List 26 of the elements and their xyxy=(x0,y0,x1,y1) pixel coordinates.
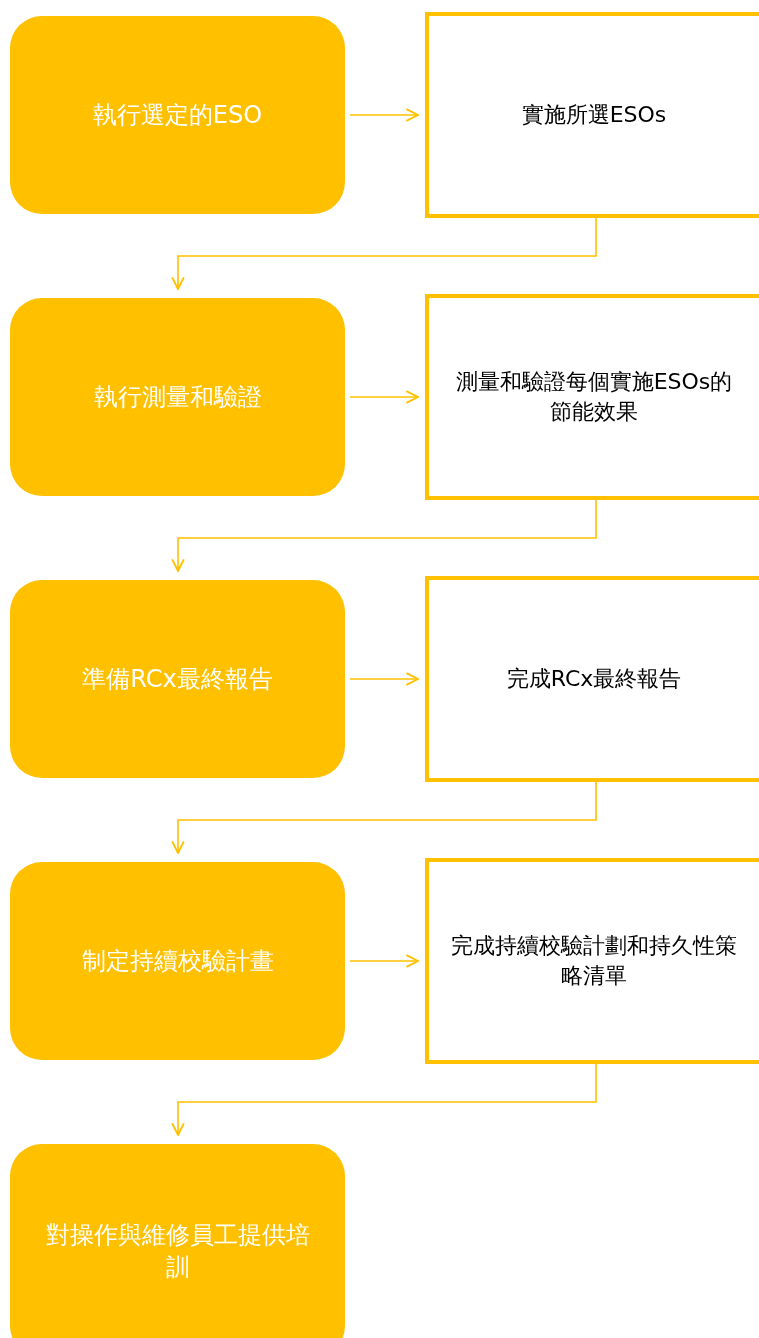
arrow xyxy=(171,1063,597,1136)
box-label: 完成持續校驗計劃和持久性策略清單 xyxy=(450,932,738,990)
box-label: 實施所選ESOs xyxy=(521,101,667,129)
box-label: 對操作與維修員工提供培訓 xyxy=(44,1220,311,1283)
arrow xyxy=(349,390,419,404)
box-label: 完成RCx最終報告 xyxy=(506,665,682,693)
arrow xyxy=(171,217,597,290)
box-label: 測量和驗證每個實施ESOs的節能效果 xyxy=(454,368,734,426)
result-box xyxy=(425,576,759,782)
arrow xyxy=(349,108,419,122)
result-box xyxy=(425,858,759,1064)
arrow xyxy=(349,672,419,686)
step-box xyxy=(10,298,345,496)
box-label: 準備RCx最終報告 xyxy=(82,664,273,695)
box-label: 制定持續校驗計畫 xyxy=(81,946,274,977)
result-box xyxy=(425,12,759,218)
box-label: 執行選定的ESO xyxy=(92,100,263,131)
result-box xyxy=(425,294,759,500)
step-box xyxy=(10,580,345,778)
arrow xyxy=(349,954,419,968)
box-label: 執行測量和驗證 xyxy=(93,382,262,413)
step-box xyxy=(10,1144,345,1338)
arrow xyxy=(171,781,597,854)
arrow xyxy=(171,499,597,572)
step-box xyxy=(10,862,345,1060)
step-box xyxy=(10,16,345,214)
